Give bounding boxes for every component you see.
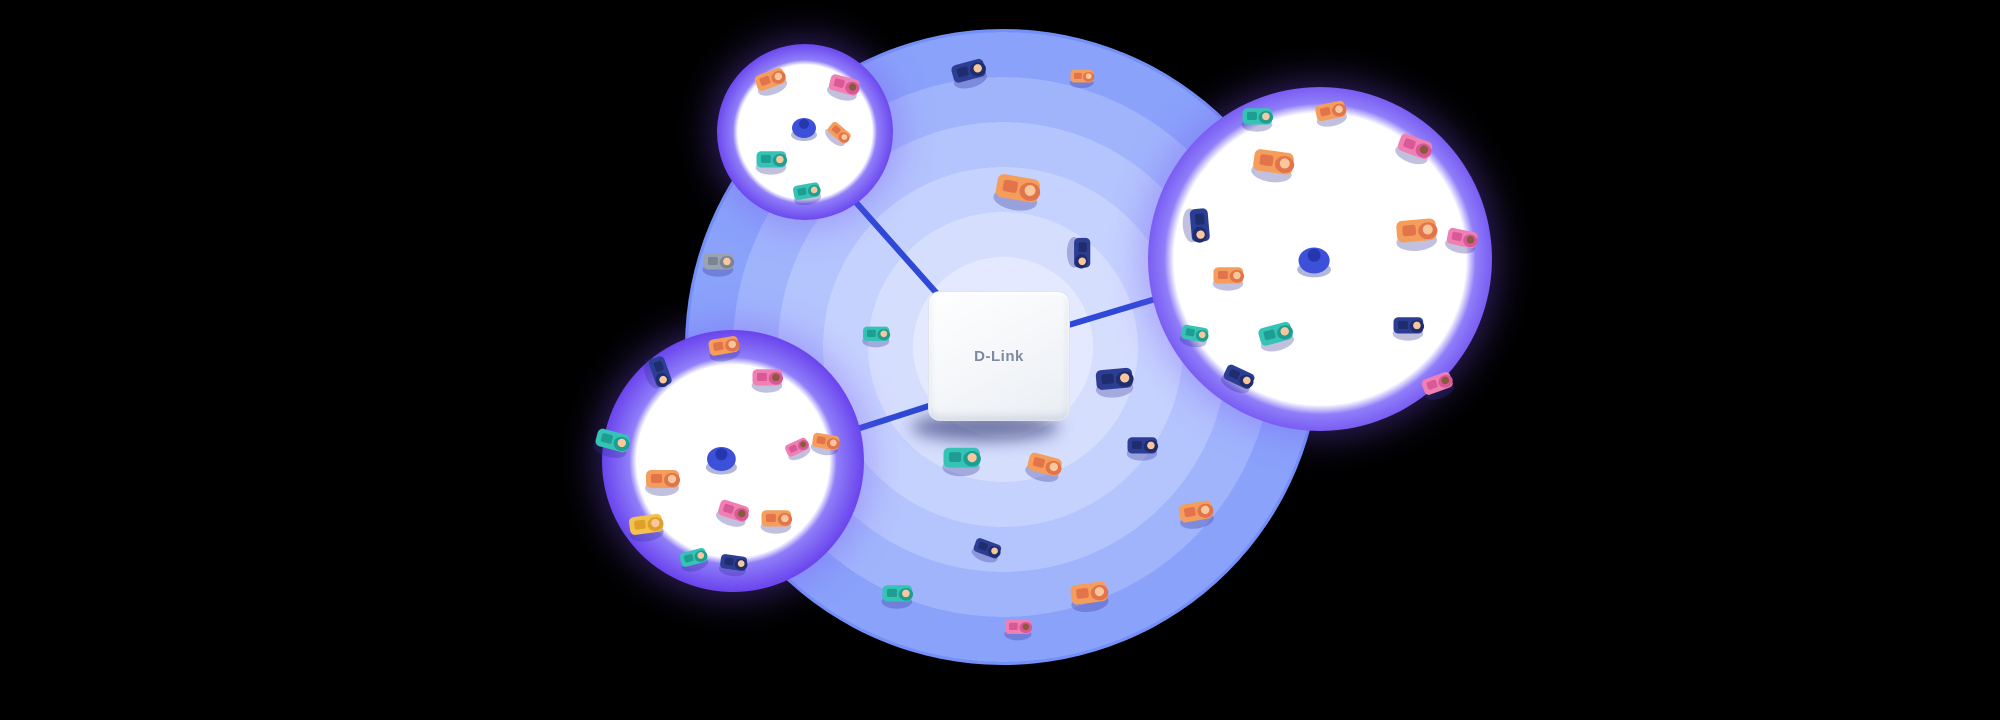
person-at-desk-icon [938,440,991,484]
person-at-desk-icon [859,321,897,353]
person-at-desk-icon [1244,139,1308,195]
person-at-desk-icon [641,463,689,503]
person-at-desk-icon [820,66,871,112]
person-at-desk-icon [944,48,1001,99]
person-at-desk-icon [1018,443,1075,494]
mesh-node-device-icon [701,441,742,477]
person-at-desk-icon [1209,261,1252,297]
person-at-desk-icon [1067,65,1101,93]
person-at-desk-icon [1238,102,1281,138]
person-at-desk-icon [673,540,718,581]
person-at-desk-icon [805,426,848,464]
access-point-device: D-Link [928,291,1070,421]
person-at-desk-icon [699,247,742,283]
mesh-link-line [842,187,943,300]
person-at-desk-icon [1251,311,1308,362]
person-at-desk-icon [709,491,761,539]
person-at-desk-icon [1174,202,1218,253]
person-at-desk-icon [1172,491,1226,539]
person-at-desk-icon [1387,124,1446,178]
mesh-node-device-icon [787,113,821,143]
person-at-desk-icon [1174,318,1217,356]
person-at-desk-icon [714,547,756,584]
person-at-desk-icon [1389,209,1451,262]
person-at-desk-icon [634,349,683,402]
person-at-desk-icon [1415,362,1468,411]
person-at-desk-icon [622,505,675,551]
person-at-desk-icon [985,163,1055,225]
person-at-desk-icon [1061,233,1097,276]
person-at-desk-icon [787,175,830,213]
person-at-desk-icon [1089,359,1145,407]
person-at-desk-icon [1389,311,1432,347]
person-at-desk-icon [1309,92,1359,136]
person-at-desk-icon [1439,220,1489,264]
person-at-desk-icon [878,579,921,615]
person-at-desk-icon [964,530,1011,573]
person-at-desk-icon [1001,614,1039,646]
person-at-desk-icon [748,363,791,399]
person-at-desk-icon [1063,572,1121,623]
person-at-desk-icon [752,145,795,181]
person-at-desk-icon [748,58,801,107]
person-at-desk-icon [817,114,861,157]
person-at-desk-icon [1213,356,1267,407]
person-at-desk-icon [586,419,643,470]
person-at-desk-icon [779,429,821,469]
mesh-node-device-icon [1292,241,1336,280]
device-brand-label: D-Link [974,347,1024,365]
person-at-desk-icon [703,328,752,371]
person-at-desk-icon [1123,431,1166,467]
person-at-desk-icon [757,504,800,540]
